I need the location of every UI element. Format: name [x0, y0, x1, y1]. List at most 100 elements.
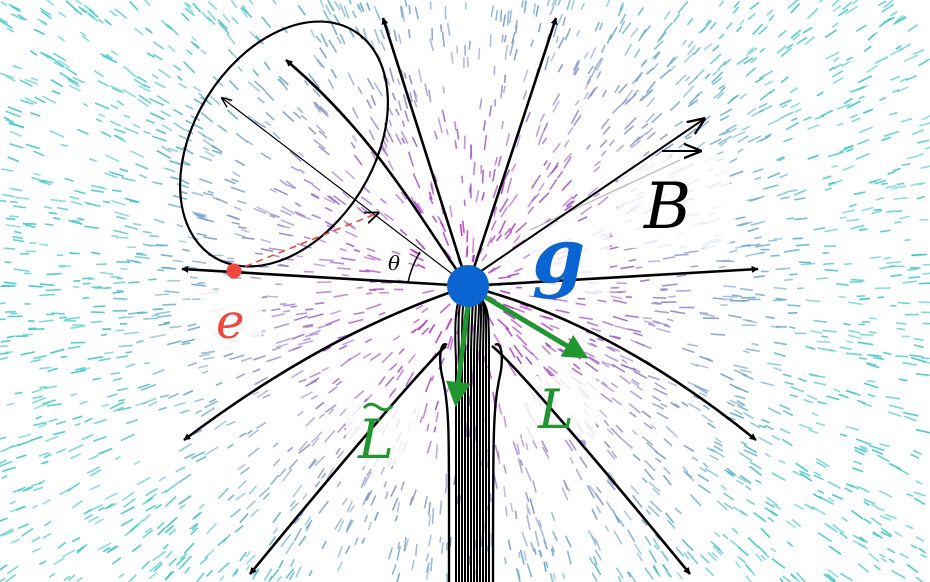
- field-dash: [194, 409, 203, 415]
- field-dash: [483, 134, 488, 151]
- field-dash: [158, 322, 171, 327]
- field-dash: [204, 400, 218, 409]
- field-dash: [525, 356, 533, 366]
- field-dash: [233, 569, 239, 576]
- field-dash: [583, 91, 590, 100]
- field-dash: [588, 356, 600, 364]
- field-dash: [765, 501, 775, 508]
- field-dash: [100, 333, 108, 337]
- field-dash: [309, 371, 321, 379]
- field-dash: [682, 39, 688, 46]
- field-dash: [359, 270, 370, 273]
- field-dash: [610, 382, 618, 389]
- field-dash: [609, 265, 618, 269]
- b-field-label: B: [643, 170, 691, 244]
- field-dash: [3, 281, 17, 285]
- field-dash: [180, 342, 191, 346]
- field-dash: [498, 403, 503, 415]
- field-dash: [568, 338, 577, 345]
- field-dash: [743, 350, 750, 354]
- field-dash: [579, 456, 588, 469]
- field-dash: [878, 490, 893, 498]
- field-dash: [846, 100, 861, 109]
- field-dash: [740, 441, 747, 446]
- field-dash: [84, 417, 93, 423]
- field-dash: [813, 319, 827, 323]
- field-dash: [749, 195, 765, 203]
- field-dash: [667, 519, 676, 530]
- field-dash: [146, 493, 157, 502]
- field-dash: [165, 550, 173, 559]
- field-dash: [182, 338, 196, 344]
- field-dash: [610, 450, 618, 459]
- field-dash: [385, 376, 395, 387]
- field-dash: [767, 118, 781, 126]
- field-dash: [68, 443, 84, 453]
- field-dash: [165, 495, 177, 507]
- field-dash: [670, 55, 679, 65]
- field-dash: [590, 327, 601, 332]
- field-dash: [42, 95, 57, 104]
- field-dash: [118, 573, 125, 579]
- field-dash: [648, 481, 661, 493]
- field-dash: [842, 165, 855, 171]
- field-dash: [594, 538, 602, 552]
- field-dash: [152, 369, 165, 376]
- field-dash: [82, 282, 91, 285]
- field-dash: [720, 86, 726, 92]
- field-line-upper-left-curve: [285, 59, 470, 287]
- field-dash: [109, 84, 125, 94]
- field-dash: [827, 480, 841, 489]
- field-dash: [739, 221, 753, 227]
- field-dash: [319, 105, 329, 115]
- field-dash: [656, 411, 669, 420]
- field-dash: [701, 414, 714, 424]
- field-dash: [313, 101, 321, 110]
- field-dash: [652, 487, 661, 496]
- field-dash: [514, 267, 523, 273]
- field-dash: [534, 530, 540, 547]
- field-dash: [619, 375, 631, 385]
- field-dash: [831, 165, 838, 168]
- field-dash: [330, 68, 338, 79]
- field-dash: [918, 301, 930, 304]
- field-dash: [659, 133, 668, 141]
- field-dash: [866, 362, 877, 366]
- field-dash: [500, 206, 509, 218]
- field-dash: [760, 527, 771, 538]
- field-dash: [434, 330, 443, 344]
- field-dash: [640, 25, 652, 38]
- field-dash: [682, 466, 689, 474]
- field-dash: [152, 135, 167, 142]
- field-dash: [594, 549, 602, 561]
- field-dash: [529, 498, 536, 514]
- field-dash: [51, 57, 65, 68]
- field-dash: [454, 140, 458, 150]
- field-dash: [281, 205, 296, 215]
- field-dash: [722, 130, 730, 136]
- field-dash: [10, 200, 18, 204]
- field-dash: [68, 84, 82, 92]
- field-dash: [131, 518, 145, 530]
- field-dash: [641, 410, 652, 419]
- field-dash: [375, 208, 389, 221]
- field-dash: [333, 0, 341, 11]
- field-dash: [500, 84, 504, 99]
- field-dash: [611, 397, 622, 406]
- field-dash: [628, 258, 637, 262]
- field-dash: [456, 354, 459, 366]
- field-dash: [643, 421, 653, 430]
- field-dash: [100, 130, 112, 138]
- field-dash: [381, 351, 394, 364]
- field-dash: [538, 182, 545, 192]
- field-dash: [772, 503, 782, 511]
- field-dash: [633, 370, 648, 380]
- field-dash: [617, 5, 624, 17]
- field-dash: [550, 548, 555, 557]
- field-dash: [366, 292, 373, 295]
- field-dash: [586, 75, 592, 85]
- field-dash: [718, 129, 730, 137]
- field-dash: [199, 178, 213, 185]
- field-dash: [351, 107, 359, 119]
- field-dash: [81, 7, 96, 19]
